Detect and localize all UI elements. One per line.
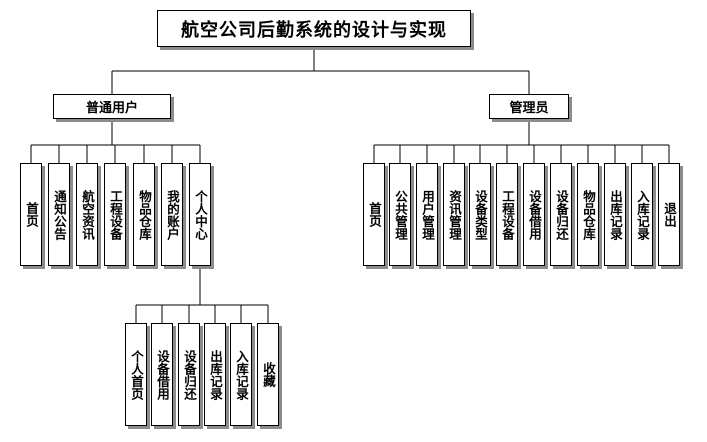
admin-item-engineering-equipment: 工程设备	[496, 163, 518, 266]
admin-item-outbound-records: 出库记录	[604, 163, 626, 266]
user-item-notices: 通知公告	[48, 163, 70, 266]
user-item-goods-warehouse: 物品仓库	[133, 163, 155, 266]
admin-item-equipment-type: 设备类型	[469, 163, 491, 266]
personal-item-inbound-records: 入库记录	[230, 323, 252, 426]
admin-item-user-management: 用户管理	[416, 163, 438, 266]
user-item-aviation-news: 航空资讯	[76, 163, 98, 266]
admin-item-equipment-return: 设备归还	[550, 163, 572, 266]
personal-item-home: 个人首页	[125, 323, 147, 426]
system-title-box: 航空公司后勤系统的设计与实现	[157, 10, 471, 47]
personal-item-equipment-return: 设备归还	[178, 323, 200, 426]
admin-group-label: 管理员	[509, 101, 549, 116]
personal-item-equipment-borrow: 设备借用	[151, 323, 173, 426]
admin-group-box: 管理员	[489, 94, 569, 119]
user-item-my-account: 我的账户	[161, 163, 183, 266]
personal-item-outbound-records: 出库记录	[204, 323, 226, 426]
system-title: 航空公司后勤系统的设计与实现	[181, 19, 447, 41]
user-group-box: 普通用户	[53, 94, 171, 119]
user-group-label: 普通用户	[85, 101, 138, 116]
user-item-engineering-equipment: 工程设备	[104, 163, 126, 266]
user-item-home: 首页	[20, 163, 42, 266]
admin-item-inbound-records: 入库记录	[631, 163, 653, 266]
admin-item-home: 首页	[363, 163, 385, 266]
admin-item-news-management: 资讯管理	[443, 163, 465, 266]
admin-item-public-management: 公共管理	[389, 163, 411, 266]
admin-item-equipment-borrow: 设备借用	[523, 163, 545, 266]
personal-item-favorites: 收藏	[257, 323, 279, 426]
user-item-personal-center: 个人中心	[189, 163, 211, 266]
admin-item-goods-warehouse: 物品仓库	[577, 163, 599, 266]
admin-item-logout: 退出	[658, 163, 680, 266]
